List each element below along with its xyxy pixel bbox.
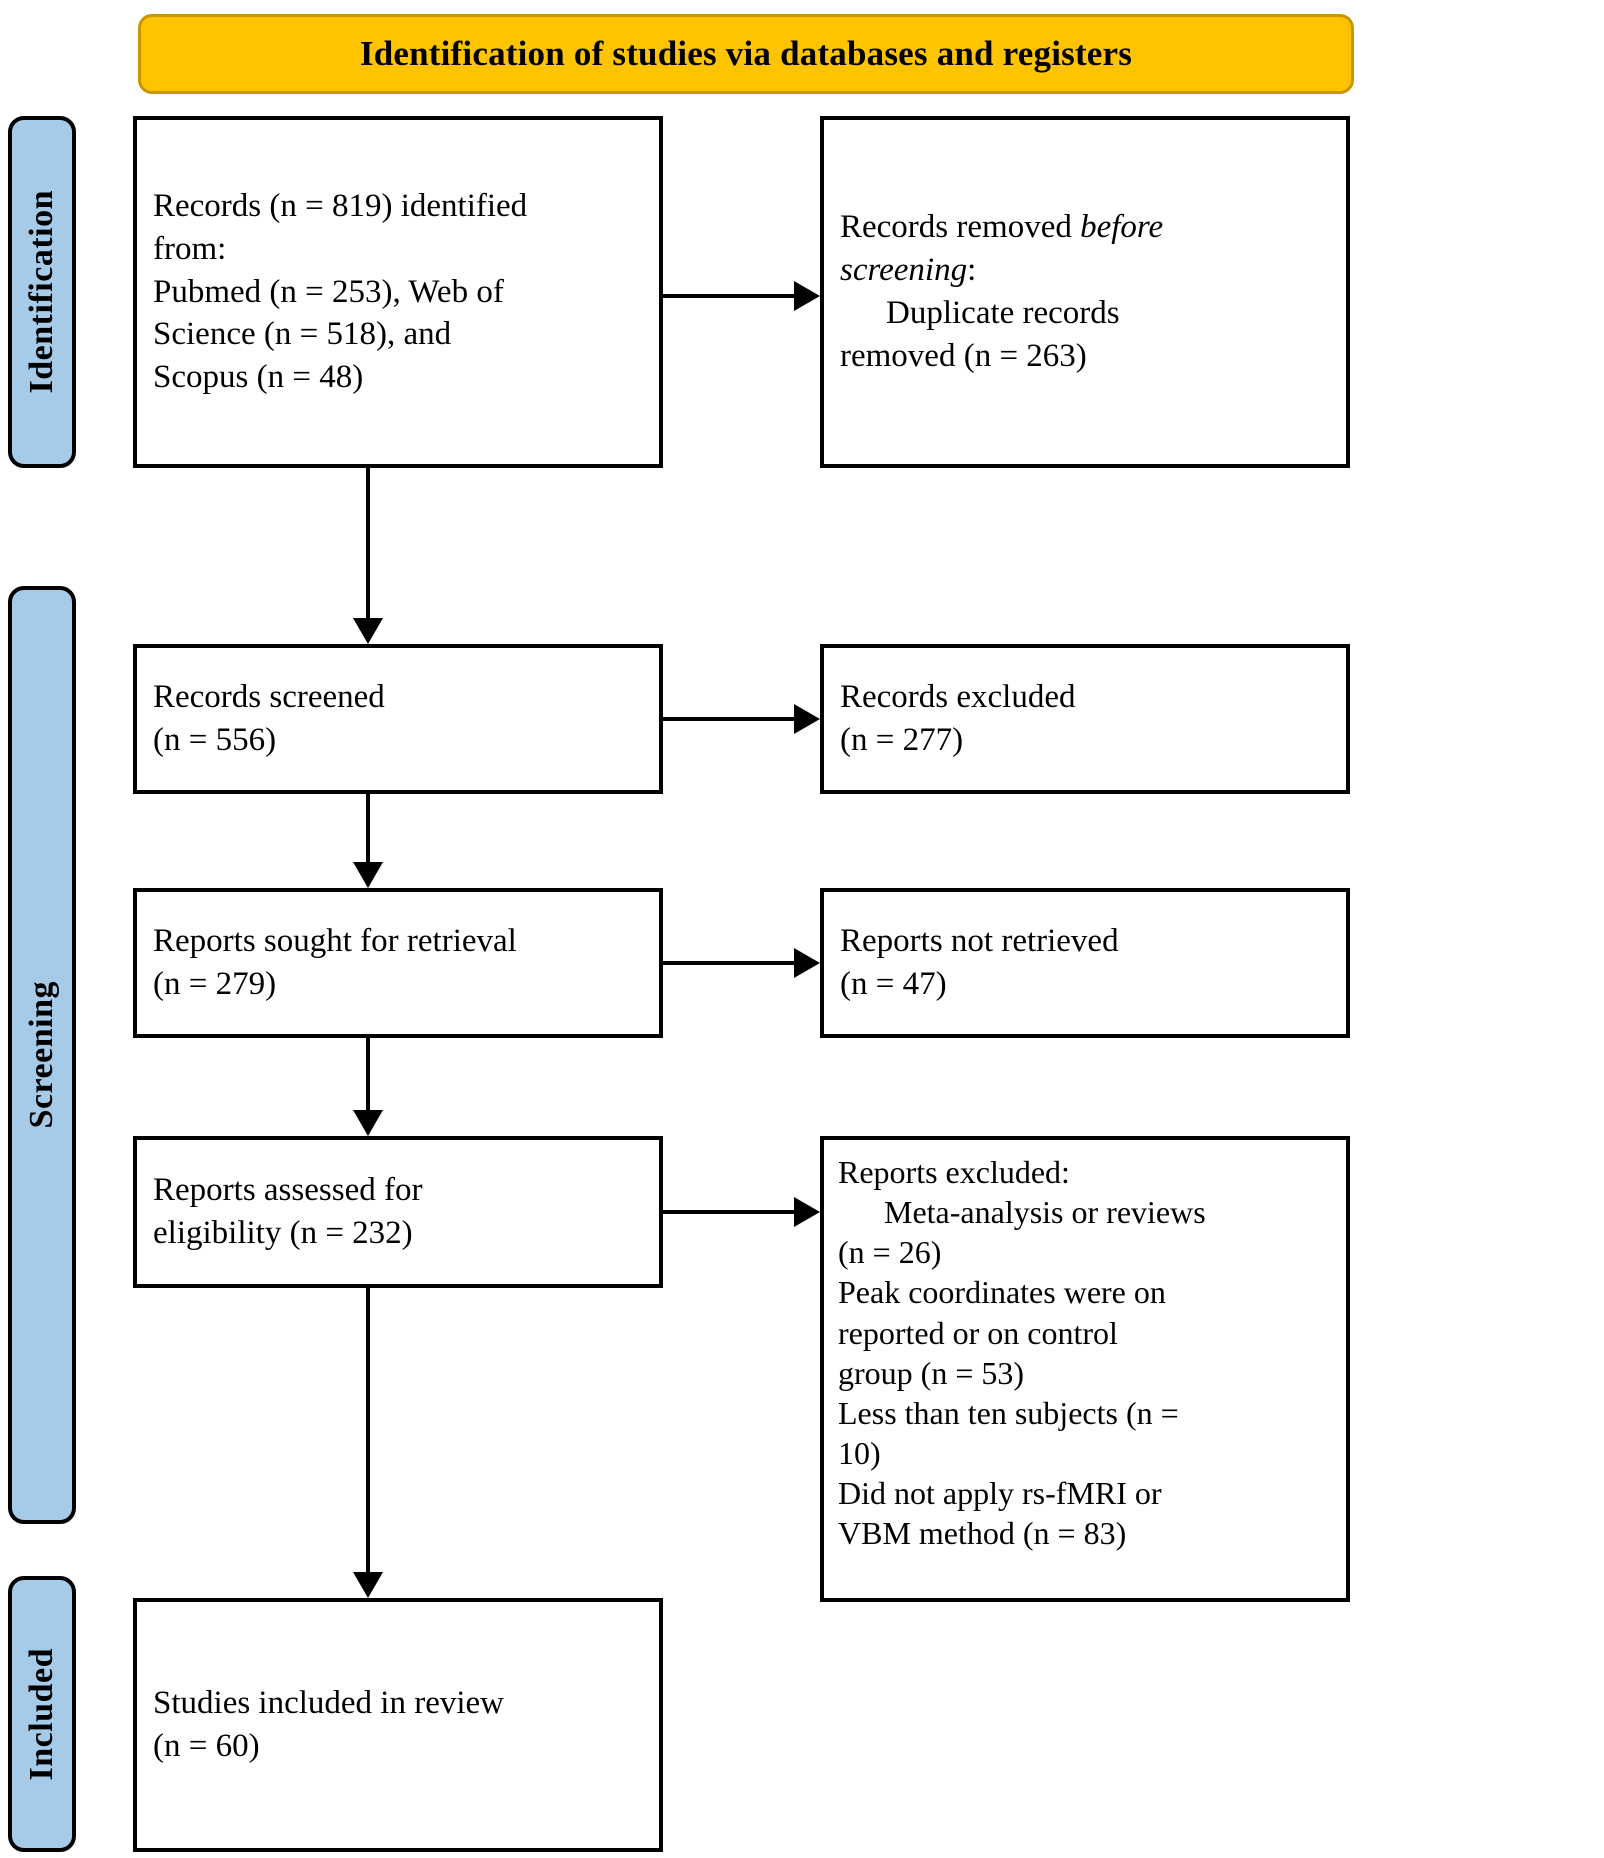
studies-included-line-2: (n = 60) (153, 1728, 260, 1764)
arrow-shaft (663, 1210, 794, 1214)
stage-screening-text: Screening (23, 981, 60, 1129)
box-reports-sought-for-retrieval: Reports sought for retrieval (n = 279) (133, 888, 663, 1038)
box-records-excluded: Records excluded (n = 277) (820, 644, 1350, 794)
records-excluded-line-1: Records excluded (840, 679, 1076, 716)
records-removed-italic-before: before (1080, 209, 1164, 246)
records-excluded-line-2: (n = 277) (840, 722, 964, 758)
arrow-head-down-icon (353, 862, 383, 888)
arrow-shaft (663, 961, 794, 965)
reports-excluded-line-3: Peak coordinates were on (838, 1274, 1166, 1311)
arrow-shaft (366, 1038, 370, 1110)
records-identified-line-4: Science (n = 518), and (153, 316, 452, 353)
records-removed-line-1: Records removed before (840, 206, 1330, 249)
arrow-shaft (663, 717, 794, 721)
reports-excluded-line-4: reported or on control (838, 1314, 1118, 1351)
stage-label-screening: Screening (8, 586, 76, 1524)
reports-excluded-heading: Reports excluded: (838, 1154, 1070, 1190)
arrow-head-down-icon (353, 618, 383, 644)
box-reports-assessed-for-eligibility: Reports assessed for eligibility (n = 23… (133, 1136, 663, 1288)
records-identified-line-1: Records (n = 819) identified (153, 187, 528, 224)
reports-assessed-line-2: eligibility (n = 232) (153, 1215, 413, 1251)
records-removed-line-4: removed (n = 263) (840, 337, 1087, 374)
banner-title: Identification of studies via databases … (359, 34, 1133, 73)
stage-label-included: Included (8, 1576, 76, 1852)
records-removed-line-3: Duplicate records (886, 295, 1120, 331)
arrow-shaft (366, 468, 370, 618)
records-removed-italic-screening: screening (840, 252, 968, 289)
records-removed-line-2: screening: (840, 249, 1330, 292)
reports-excluded-line-9: VBM method (n = 83) (838, 1515, 1127, 1552)
arrow-head-right-icon (794, 281, 820, 311)
records-screened-line-1: Records screened (153, 679, 385, 716)
box-records-identified: Records (n = 819) identified from: Pubme… (133, 116, 663, 468)
reports-sought-line-2: (n = 279) (153, 966, 277, 1002)
box-reports-not-retrieved: Reports not retrieved (n = 47) (820, 888, 1350, 1038)
studies-included-line-1: Studies included in review (153, 1685, 505, 1722)
diagram-header-banner: Identification of studies via databases … (138, 14, 1354, 94)
records-removed-colon: : (967, 252, 977, 289)
box-records-removed-before-screening: Records removed before screening: Duplic… (820, 116, 1350, 468)
records-screened-line-2: (n = 556) (153, 722, 277, 758)
reports-not-retrieved-line-1: Reports not retrieved (840, 923, 1119, 960)
arrow-shaft (366, 1288, 370, 1572)
arrow-head-right-icon (794, 1197, 820, 1227)
reports-not-retrieved-line-2: (n = 47) (840, 966, 947, 1002)
stage-label-identification: Identification (8, 116, 76, 468)
records-removed-prefix: Records removed (840, 209, 1081, 246)
reports-sought-line-1: Reports sought for retrieval (153, 923, 517, 960)
reports-excluded-line-7: 10) (838, 1435, 881, 1472)
reports-excluded-line-8: Did not apply rs-fMRI or (838, 1475, 1162, 1512)
reports-excluded-line-1: Meta-analysis or reviews (884, 1194, 1206, 1231)
box-reports-excluded: Reports excluded: Meta-analysis or revie… (820, 1136, 1350, 1602)
arrow-shaft (366, 794, 370, 862)
reports-excluded-line-6: Less than ten subjects (n = (838, 1394, 1179, 1431)
records-identified-line-5: Scopus (n = 48) (153, 359, 364, 396)
box-studies-included-in-review: Studies included in review (n = 60) (133, 1598, 663, 1852)
records-identified-line-2: from: (153, 230, 227, 267)
reports-excluded-line-5: group (n = 53) (838, 1354, 1025, 1391)
records-identified-line-3: Pubmed (n = 253), Web of (153, 273, 504, 310)
stage-identification-text: Identification (23, 190, 60, 394)
reports-assessed-line-1: Reports assessed for (153, 1172, 423, 1209)
reports-excluded-line-2: (n = 26) (838, 1234, 942, 1271)
arrow-head-right-icon (794, 704, 820, 734)
arrow-head-down-icon (353, 1572, 383, 1598)
arrow-shaft (663, 294, 794, 298)
arrow-head-right-icon (794, 948, 820, 978)
stage-included-text: Included (23, 1647, 60, 1781)
arrow-head-down-icon (353, 1110, 383, 1136)
box-records-screened: Records screened (n = 556) (133, 644, 663, 794)
